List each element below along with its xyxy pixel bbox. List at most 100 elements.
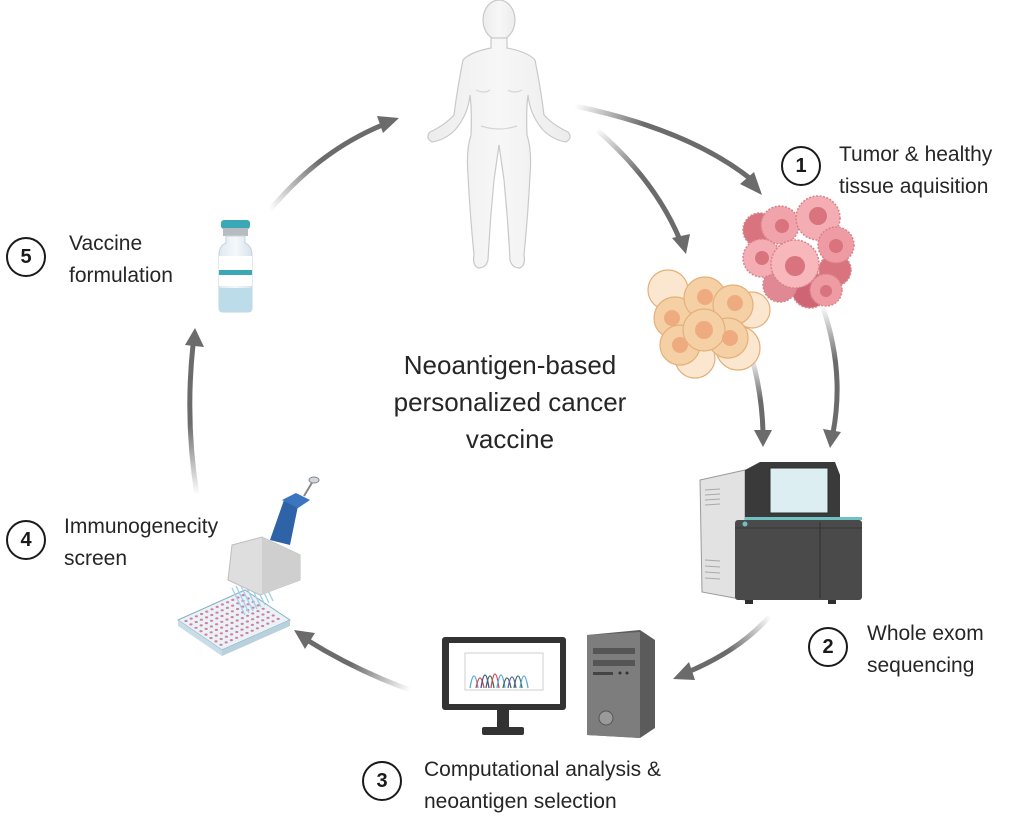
plate-well [240, 628, 244, 631]
plate-well [235, 619, 239, 622]
plate-well [266, 622, 270, 625]
plate-well [235, 625, 239, 628]
step-5-label-line-1: Vaccine [69, 232, 143, 255]
plate-well [215, 617, 219, 620]
plate-well [220, 620, 224, 623]
plate-well [261, 613, 265, 616]
step-1-badge: 1 [781, 146, 821, 186]
plate-well [241, 594, 245, 597]
plate-well [250, 623, 254, 627]
plate-well [200, 612, 204, 616]
plate-well [204, 633, 208, 636]
arrow-computer-to-screen [294, 630, 411, 693]
plate-well [271, 620, 275, 623]
plate-well [189, 623, 193, 626]
step-3-label-line-1: Computational analysis & [424, 758, 661, 781]
step-4-label-line-1: Immunogenecity [64, 515, 219, 538]
title-line-2: personalized cancer [393, 387, 627, 417]
step-1-label-line-2: tissue aquisition [839, 175, 989, 198]
plate-well [224, 641, 228, 644]
plate-well [271, 614, 275, 617]
plate-well [194, 620, 198, 624]
plate-well [215, 611, 219, 614]
plate-well [184, 619, 188, 623]
plate-well [251, 612, 255, 615]
arrow-vaccine-to-patient [268, 116, 399, 212]
plate-well [205, 610, 209, 613]
plate-well [230, 633, 234, 636]
plate-well [276, 617, 280, 621]
arrow-patient-to-tumor [574, 103, 762, 195]
plate-well [225, 618, 229, 621]
plate-well [209, 625, 213, 628]
arrow-tumor-to-sequencer [819, 304, 841, 448]
step-5-badge: 5 [6, 237, 46, 277]
plate-well [194, 626, 198, 629]
plate-well [209, 631, 213, 634]
plate-well [224, 635, 228, 638]
vaccine-vial-illustration [218, 220, 253, 313]
plate-well [261, 607, 265, 610]
plate-well [219, 643, 223, 646]
plate-well [199, 618, 203, 621]
tumor-cell-cluster [742, 195, 855, 309]
plate-well [256, 615, 260, 619]
plate-well [251, 618, 255, 621]
step-1-label-line-1: Tumor & healthy [839, 143, 993, 166]
arrow-sequencer-to-computer [673, 614, 772, 680]
plate-well [215, 605, 219, 609]
diagram-title: Neoantigen-based personalized cancer vac… [360, 347, 660, 458]
plate-well [199, 624, 203, 627]
arrow-screen-to-vaccine [185, 328, 204, 496]
healthy-cell-cluster [647, 269, 771, 379]
plate-well [240, 622, 244, 626]
plate-well [219, 637, 223, 641]
plate-well [215, 623, 219, 626]
plate-well [194, 615, 198, 618]
step-4-badge: 4 [6, 520, 46, 560]
plate-well [230, 627, 234, 630]
plate-well [220, 603, 224, 606]
plate-well [205, 616, 209, 619]
plate-well [225, 612, 229, 615]
step-2-badge: 2 [808, 627, 848, 667]
plate-well [230, 621, 234, 625]
plate-well [240, 634, 244, 637]
plate-well [204, 627, 208, 631]
step-2-label: Whole exom sequencing [867, 618, 984, 682]
step-4-label: Immunogenecity screen [64, 511, 218, 575]
step-2-label-line-2: sequencing [867, 654, 975, 677]
step-5-label-line-2: formulation [69, 264, 173, 287]
step-3-badge: 3 [362, 761, 402, 801]
plate-well [261, 624, 265, 628]
cycle-arrows [185, 103, 841, 693]
plate-well [214, 640, 218, 643]
arrow-patient-to-healthy-cells [595, 128, 690, 254]
plate-well [219, 632, 223, 635]
plate-well [209, 636, 213, 640]
plate-well [261, 619, 265, 622]
plate-well [241, 605, 245, 608]
step-5-label: Vaccine formulation [69, 228, 173, 292]
title-line-3: vaccine [465, 424, 555, 454]
step-3-label-line-2: neoantigen selection [424, 790, 617, 813]
plate-well [226, 601, 230, 604]
plate-well [231, 598, 235, 602]
plate-well [266, 611, 270, 614]
plate-well [255, 627, 259, 630]
plate-well [240, 617, 244, 620]
plate-well [235, 630, 239, 634]
step-4-label-line-2: screen [64, 547, 128, 570]
plate-well [230, 616, 234, 619]
plate-well [229, 639, 233, 642]
plate-well [235, 636, 239, 639]
plate-well [220, 609, 224, 612]
plate-well [220, 614, 224, 618]
plate-well [230, 610, 234, 613]
plate-well [231, 604, 235, 607]
sequencer-machine-illustration [699, 462, 862, 604]
plate-well [245, 631, 249, 635]
human-body-illustration [427, 0, 571, 269]
plate-well [256, 604, 260, 607]
